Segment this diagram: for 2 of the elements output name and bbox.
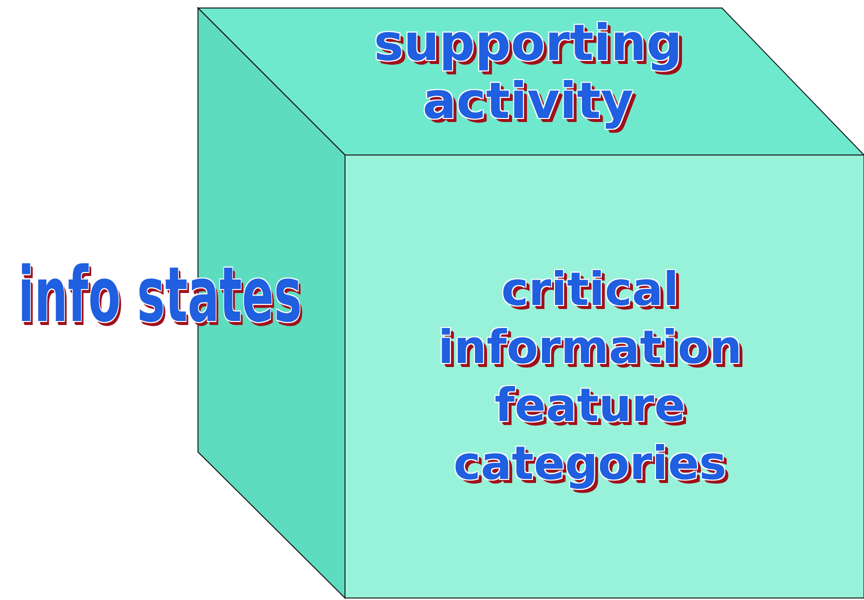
face-label: critical information feature categories [437, 261, 743, 492]
face-label: supporting activity [372, 14, 684, 130]
